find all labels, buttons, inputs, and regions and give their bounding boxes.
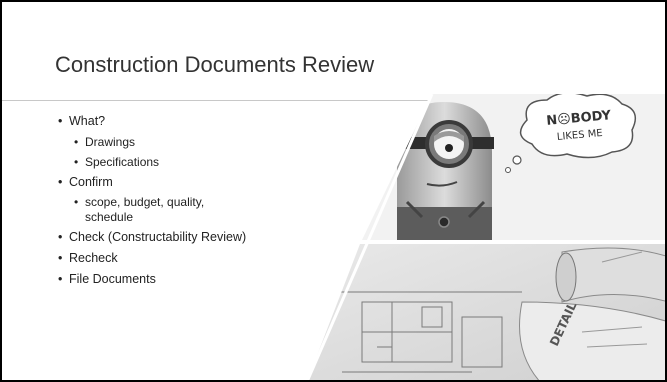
sub-bullet-scope: scope, budget, quality, schedule xyxy=(74,195,235,225)
minion-icon xyxy=(394,102,494,240)
bullet-list: What? Drawings Specifications Confirm sc… xyxy=(58,114,358,292)
bullet-recheck: Recheck xyxy=(58,251,358,267)
minion-photo: N☹BODY LIKES ME xyxy=(362,94,665,240)
sub-bullet-specifications: Specifications xyxy=(74,155,358,170)
slide-title: Construction Documents Review xyxy=(55,52,375,77)
bullet-file-documents: File Documents xyxy=(58,272,358,288)
speech-bubble: N☹BODY LIKES ME xyxy=(505,94,637,173)
bullet-what: What? xyxy=(58,114,358,130)
title-divider xyxy=(2,100,665,101)
sub-bullet-drawings: Drawings xyxy=(74,135,358,150)
bullet-confirm: Confirm xyxy=(58,175,358,191)
bullet-check: Check (Constructability Review) xyxy=(58,230,358,246)
svg-text:LIKES ME: LIKES ME xyxy=(556,128,603,143)
speech-bubble-text: N☹BODY xyxy=(546,108,612,129)
blueprint-label: DETAIL xyxy=(547,300,580,349)
